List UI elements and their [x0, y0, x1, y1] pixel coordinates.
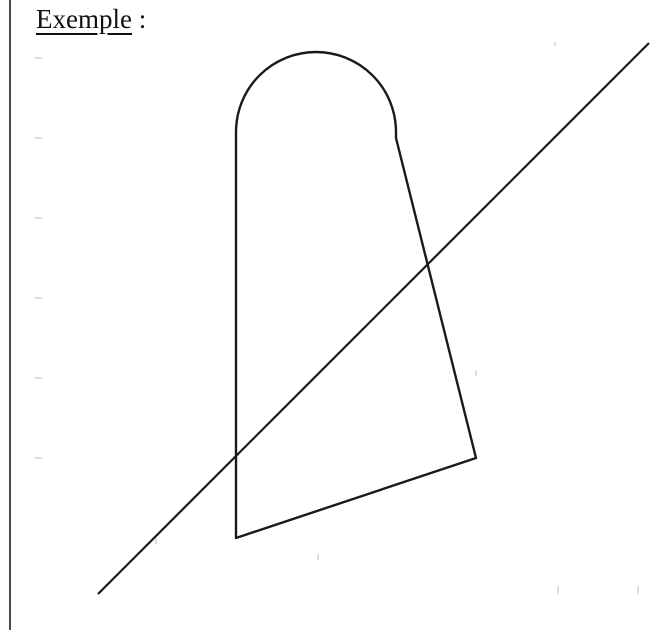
example-heading: Exemple :	[36, 4, 146, 35]
closed-curve-shape	[234, 50, 478, 540]
secant-line	[97, 42, 650, 595]
margin-rule	[9, 0, 11, 630]
example-heading-colon: :	[131, 4, 147, 34]
faint-tick-marks	[35, 42, 639, 594]
example-heading-word: Exemple	[36, 4, 132, 34]
